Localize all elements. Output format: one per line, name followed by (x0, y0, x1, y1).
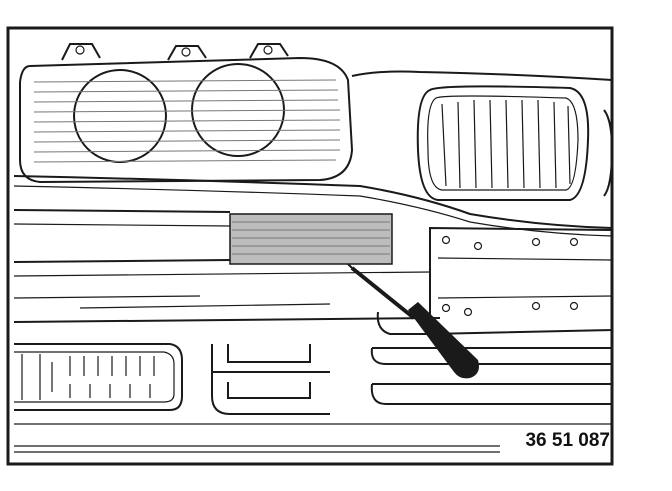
plate-panel (429, 226, 613, 336)
bumper (13, 209, 441, 335)
air-intake-slots (14, 344, 612, 425)
screwdriver (347, 263, 479, 379)
protective-tape (229, 213, 393, 265)
hood-contour (13, 70, 613, 237)
fog-lamp (14, 343, 183, 411)
ground-lines (14, 445, 500, 453)
kidney-grille (416, 85, 614, 201)
figure-reference-number: 36 51 087 (525, 430, 610, 451)
headlight-assembly (19, 43, 354, 184)
